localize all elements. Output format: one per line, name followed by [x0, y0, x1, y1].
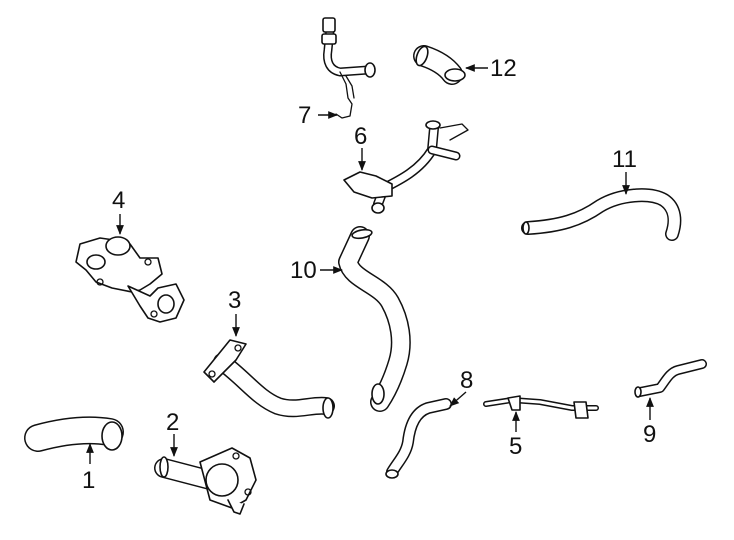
part-4-thermostat-housing[interactable] — [75, 236, 185, 323]
callout-10: 10 — [290, 257, 317, 284]
part-9-bent-hose[interactable] — [634, 359, 707, 398]
callout-1: 1 — [82, 467, 95, 494]
callout-9: 9 — [643, 421, 656, 448]
callout-6: 6 — [354, 123, 367, 150]
callout-11: 11 — [612, 146, 637, 173]
part-12-elbow-hose[interactable] — [413, 45, 466, 85]
callout-4: 4 — [112, 187, 125, 214]
callout-7: 7 — [298, 102, 311, 129]
callout-8: 8 — [460, 367, 473, 394]
part-7-bypass-pipe[interactable] — [321, 17, 376, 119]
part-1-large-hose[interactable] — [24, 416, 124, 452]
part-11-hose[interactable] — [521, 188, 682, 241]
callout-5: 5 — [509, 433, 522, 460]
part-6-water-pipe[interactable] — [343, 120, 469, 214]
part-5-bypass-tube[interactable] — [483, 395, 599, 419]
callout-2: 2 — [166, 409, 179, 436]
part-8-small-hose[interactable] — [385, 398, 452, 479]
part-3-outlet-pipe[interactable] — [203, 339, 335, 419]
leader-8 — [449, 391, 467, 407]
callout-3: 3 — [228, 287, 241, 314]
part-10-radiator-hose[interactable] — [338, 226, 411, 412]
callout-12: 12 — [490, 55, 517, 82]
part-2-water-inlet[interactable] — [154, 447, 257, 515]
